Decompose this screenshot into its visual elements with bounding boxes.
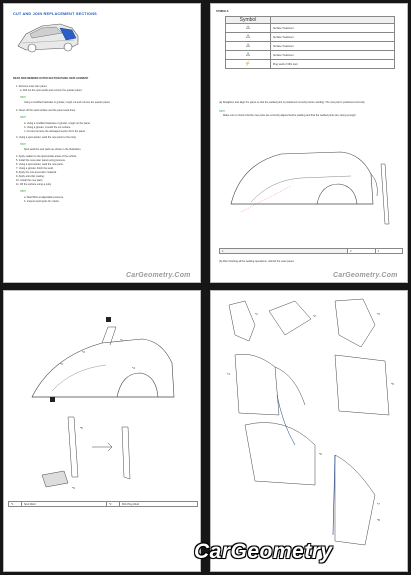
instruction-line: Using a modified hacksaw or grinder, rou… bbox=[24, 101, 111, 104]
warning-icon: ⚠ bbox=[225, 23, 271, 33]
symbols-table: Symbol ⚠ Surface Treatment ⚠ Surface Tre… bbox=[225, 16, 395, 69]
symbol-label: Surface Treatment bbox=[270, 32, 395, 42]
symbols-heading: SYMBOLS bbox=[216, 10, 229, 13]
instruction-line: Spot weld the rear parts as shown in the… bbox=[24, 148, 82, 151]
legend-table: 1 2 3 bbox=[218, 248, 404, 254]
svg-text:*7: *7 bbox=[377, 502, 380, 506]
lightning-icon: ⚡ bbox=[225, 59, 271, 69]
instruction-line: a. Drill out the spot welds and remove t… bbox=[20, 89, 83, 92]
warning-icon: ⚠ bbox=[225, 50, 271, 60]
instruction-line: 1. Remove outer skin panel. bbox=[16, 85, 48, 88]
legend-label: Spot Weld bbox=[21, 501, 107, 507]
legend-number: *1 bbox=[8, 501, 22, 507]
body-panel-illustrations: *1 *2 *3 *4 *5 *6 *7 *8 bbox=[227, 298, 394, 546]
section-heading: REAR SIDE MEMBER OUTER SECTION PANEL REP… bbox=[13, 77, 89, 80]
table-row: ⚠ Surface Treatment bbox=[225, 32, 395, 42]
svg-text:*6: *6 bbox=[72, 486, 75, 490]
svg-text:*3: *3 bbox=[60, 362, 63, 366]
instruction-line: 7. Using a grinder, finish the weld. bbox=[16, 167, 54, 170]
legend-cell: 1 bbox=[218, 248, 349, 254]
instruction-line: (a) Straighten and align the panel so th… bbox=[219, 101, 366, 104]
watermark-logo: CarGeometry bbox=[194, 540, 333, 563]
svg-text:*5: *5 bbox=[80, 426, 83, 430]
instruction-line: 2. Clean off the weld surface and the pa… bbox=[16, 109, 76, 112]
table-row: ⚠ Surface Treatment bbox=[225, 23, 395, 33]
rear-quarter-illustration bbox=[230, 151, 390, 225]
svg-text:*4: *4 bbox=[227, 372, 230, 376]
instruction-line: 8. Apply the rust-prevention material. bbox=[16, 171, 57, 174]
table-row: ⚠ Surface Treatment bbox=[225, 50, 395, 60]
svg-text:*8: *8 bbox=[377, 518, 380, 522]
car-body-illustration bbox=[17, 23, 79, 53]
warning-icon: ⚠ bbox=[225, 32, 271, 42]
document-page-1: CUT AND JOIN REPLACEMENT SECTIONS REAR S… bbox=[3, 3, 201, 283]
instruction-line: b. Using a grinder, smooth the cut surfa… bbox=[24, 126, 71, 129]
legend-cell: 2 bbox=[347, 248, 376, 254]
warning-icon: ⚠ bbox=[225, 41, 271, 51]
svg-text:*6: *6 bbox=[319, 452, 322, 456]
watermark: CarGeometry.Com bbox=[333, 272, 398, 279]
svg-text:*5: *5 bbox=[391, 382, 394, 386]
svg-text:*1: *1 bbox=[120, 338, 123, 342]
svg-text:*4: *4 bbox=[132, 366, 135, 370]
hint-label: HINT: bbox=[20, 116, 27, 119]
instruction-line: b. Inspect weld spots for cracks. bbox=[24, 200, 60, 203]
table-row: ⚠ Surface Treatment bbox=[225, 41, 395, 51]
svg-text:*2: *2 bbox=[313, 314, 316, 318]
instruction-line: 9. Apply anti-chip coating. bbox=[16, 175, 45, 178]
hint-label: HINT: bbox=[219, 110, 226, 113]
svg-text:*1: *1 bbox=[255, 312, 258, 316]
instruction-line: a. Using a modified hacksaw or grinder, … bbox=[24, 122, 91, 125]
hint-label: HINT: bbox=[20, 96, 27, 99]
instruction-line: (b) After finishing all the welding oper… bbox=[219, 260, 295, 263]
symbol-label: Surface Treatment bbox=[270, 23, 395, 33]
page-title: CUT AND JOIN REPLACEMENT SECTIONS bbox=[13, 12, 97, 16]
symbol-label: Plug weld or MIG spot bbox=[270, 59, 395, 69]
instruction-line: c. Cut and remove the damaged section fr… bbox=[24, 130, 86, 133]
instruction-line: 5. Install the new outer panel using pre… bbox=[16, 159, 66, 162]
instruction-line: 11. Fill the surface using a putty. bbox=[16, 183, 52, 186]
svg-text:*2: *2 bbox=[82, 350, 85, 354]
hint-label: HINT: bbox=[20, 190, 27, 193]
symbol-label: Surface Treatment bbox=[270, 50, 395, 60]
svg-text:*3: *3 bbox=[377, 312, 380, 316]
instruction-line: 3. Using a spot welder, weld the new par… bbox=[16, 136, 77, 139]
instruction-line: 6. Using a spot welder, weld the new par… bbox=[16, 163, 64, 166]
instruction-line: a. Weld MIG at adjustable pressure. bbox=[24, 196, 64, 199]
legend-cell: 3 bbox=[374, 248, 404, 254]
hint-label: HINT: bbox=[20, 143, 27, 146]
rear-body-side-illustration: *1 *2 *3 *4 *5 *6 bbox=[31, 317, 175, 490]
instruction-line: 4. Apply sealant to the appropriate area… bbox=[16, 155, 78, 158]
document-page-3: *1 *2 *3 *4 *5 *6 *1 Spot Weld *2 MIG Pl… bbox=[3, 290, 201, 572]
instruction-line: 10. Install the new parts. bbox=[16, 179, 44, 182]
symbols-col-header: Symbol bbox=[225, 16, 271, 24]
document-page-2: SYMBOLS Symbol ⚠ Surface Treatment ⚠ Sur… bbox=[210, 3, 408, 283]
table-row: ⚡ Plug weld or MIG spot bbox=[225, 59, 395, 69]
legend-label: MIG Plug Weld bbox=[119, 501, 198, 507]
symbol-label: Surface Treatment bbox=[270, 41, 395, 51]
instruction-line: Make sure to check that the new parts ar… bbox=[223, 114, 357, 117]
legend-table: *1 Spot Weld *2 MIG Plug Weld bbox=[8, 501, 198, 507]
watermark: CarGeometry.Com bbox=[126, 272, 191, 279]
legend-number: *2 bbox=[106, 501, 120, 507]
document-page-4: *1 *2 *3 *4 *5 *6 *7 *8 bbox=[210, 290, 408, 572]
